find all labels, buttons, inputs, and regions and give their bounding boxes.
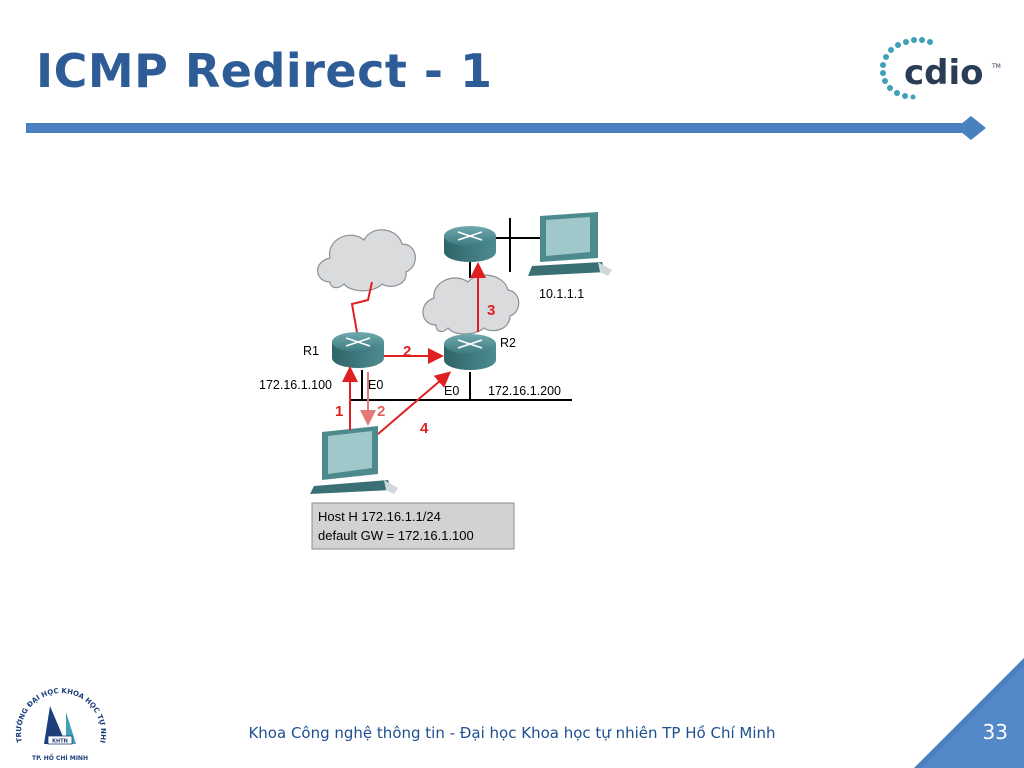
university-logo: TRƯỜNG ĐẠI HỌC KHOA HỌC TỰ NHIÊN KHTN TP… (10, 682, 107, 762)
label-r1-interface: E0 (368, 378, 383, 392)
label-r2-interface: E0 (444, 384, 459, 398)
svg-text:TM: TM (991, 63, 1001, 70)
router-icon-r1 (332, 332, 384, 368)
label-remote-host: 10.1.1.1 (539, 287, 584, 301)
label-r2: R2 (500, 336, 516, 350)
arrow-step-4 (377, 371, 452, 435)
slide-title: ICMP Redirect - 1 (36, 44, 493, 98)
router-icon-r2 (444, 334, 496, 370)
cdio-logo: cdio TM (880, 37, 1001, 100)
step-label-4: 4 (420, 420, 429, 437)
page-number: 33 (982, 720, 1008, 744)
svg-text:KHTN: KHTN (52, 739, 68, 745)
step-label-1: 1 (335, 403, 343, 420)
title-rule (26, 116, 986, 140)
step-label-2-host: 2 (377, 403, 385, 420)
computer-icon-remote (528, 212, 612, 276)
svg-text:cdio: cdio (904, 53, 984, 93)
host-info-box: Host H 172.16.1.1/24 default GW = 172.16… (311, 502, 515, 550)
label-r2-ip: 172.16.1.200 (488, 384, 561, 398)
step-label-3: 3 (487, 302, 495, 319)
serial-link (350, 281, 373, 339)
host-info-line-1: Host H 172.16.1.1/24 (318, 509, 441, 524)
footer-text: Khoa Công nghệ thông tin - Đại học Khoa … (248, 724, 776, 742)
step-label-2-router: 2 (403, 343, 411, 360)
router-icon-top (444, 226, 496, 262)
corner-decoration (914, 658, 1024, 768)
label-r1: R1 (303, 344, 319, 358)
cloud-icon-middle (422, 274, 520, 335)
label-r1-ip: 172.16.1.100 (259, 378, 332, 392)
cloud-icon-upper-left (317, 229, 416, 292)
svg-text:TP. HỒ CHÍ MINH: TP. HỒ CHÍ MINH (32, 753, 88, 762)
icmp-redirect-diagram: R1 R2 172.16.1.100 E0 E0 172.16.1.200 10… (259, 212, 612, 550)
computer-icon-host-h (310, 426, 398, 494)
host-info-line-2: default GW = 172.16.1.100 (318, 528, 474, 543)
